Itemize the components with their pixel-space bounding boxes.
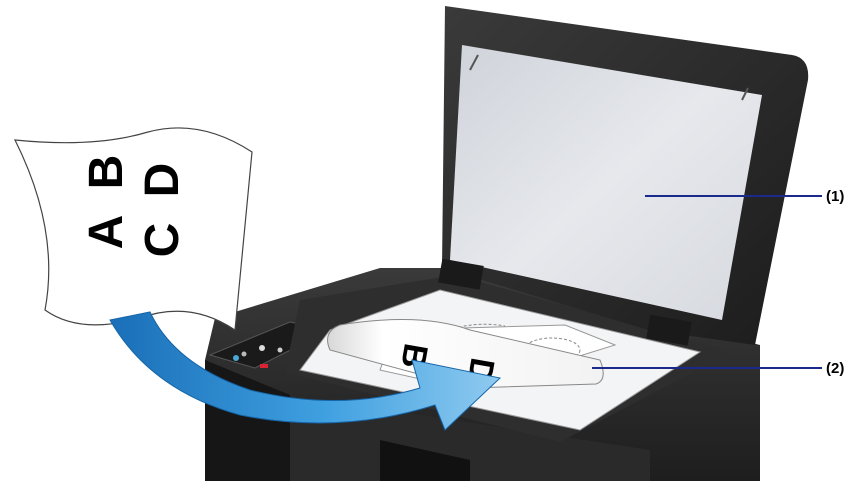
letter-b: B bbox=[80, 155, 133, 190]
letter-a: A bbox=[80, 215, 133, 250]
callout-label-2: (2) bbox=[826, 361, 844, 376]
original-document: A B C D bbox=[15, 128, 252, 330]
letter-d: D bbox=[136, 163, 189, 198]
callout-label-1: (1) bbox=[826, 189, 844, 204]
letter-c: C bbox=[136, 223, 189, 258]
